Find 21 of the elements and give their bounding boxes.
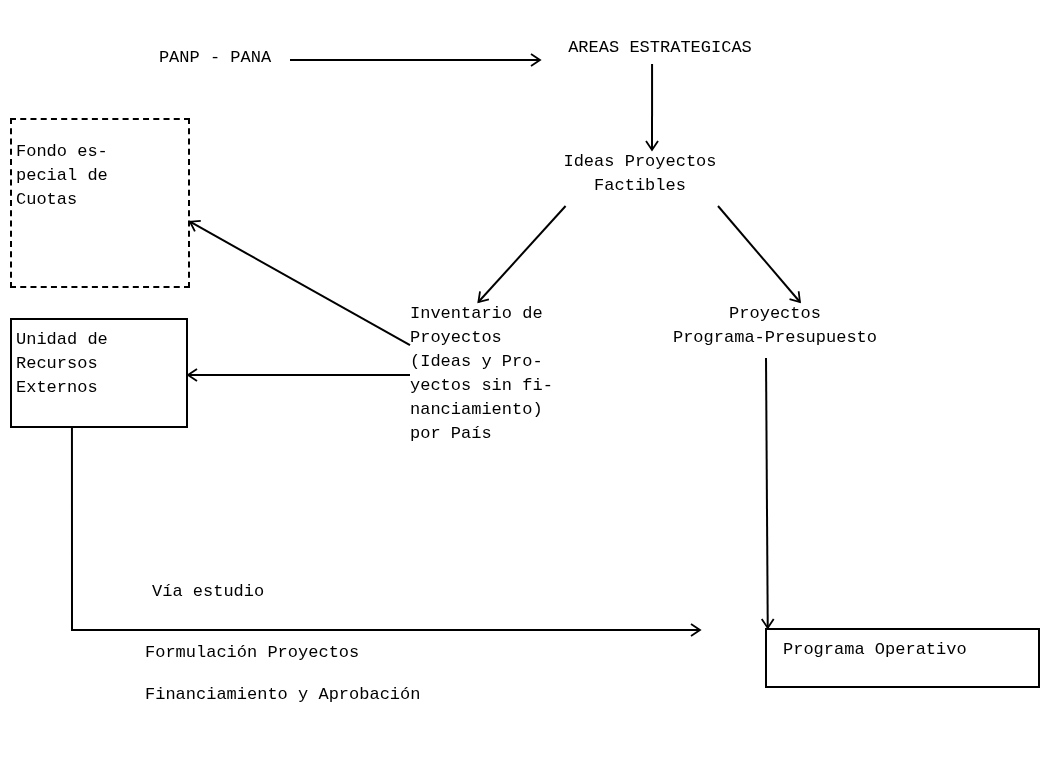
- arrow: [70, 427, 701, 637]
- process-box: [765, 628, 1040, 688]
- node-text: Programa Operativo: [783, 639, 968, 661]
- text-label: Financiamiento y Aprobación: [145, 684, 421, 706]
- node-text: PANP - PANA: [157, 47, 273, 69]
- node-text: Inventario de Proyectos (Ideas y Pro- yectos sin fi- nanciamiento) por País: [410, 303, 554, 445]
- process-box: [10, 318, 188, 428]
- node-text: Proyectos Programa-Presupuesto: [671, 303, 878, 349]
- node-text: Unidad de Recursos Externos: [16, 329, 109, 399]
- node-text: Ideas Proyectos Factibles: [562, 151, 718, 197]
- arrow: [760, 357, 775, 629]
- text-label: Formulación Proyectos: [145, 642, 360, 664]
- dashed-box: [10, 118, 190, 288]
- arrow: [645, 63, 659, 151]
- arrow: [187, 368, 411, 382]
- arrow: [477, 205, 567, 303]
- arrow: [717, 205, 801, 303]
- node-text: AREAS ESTRATEGICAS: [567, 37, 753, 59]
- node-text: Fondo es- pecial de Cuotas: [16, 141, 109, 211]
- arrow: [289, 53, 541, 67]
- arrow: [189, 219, 411, 347]
